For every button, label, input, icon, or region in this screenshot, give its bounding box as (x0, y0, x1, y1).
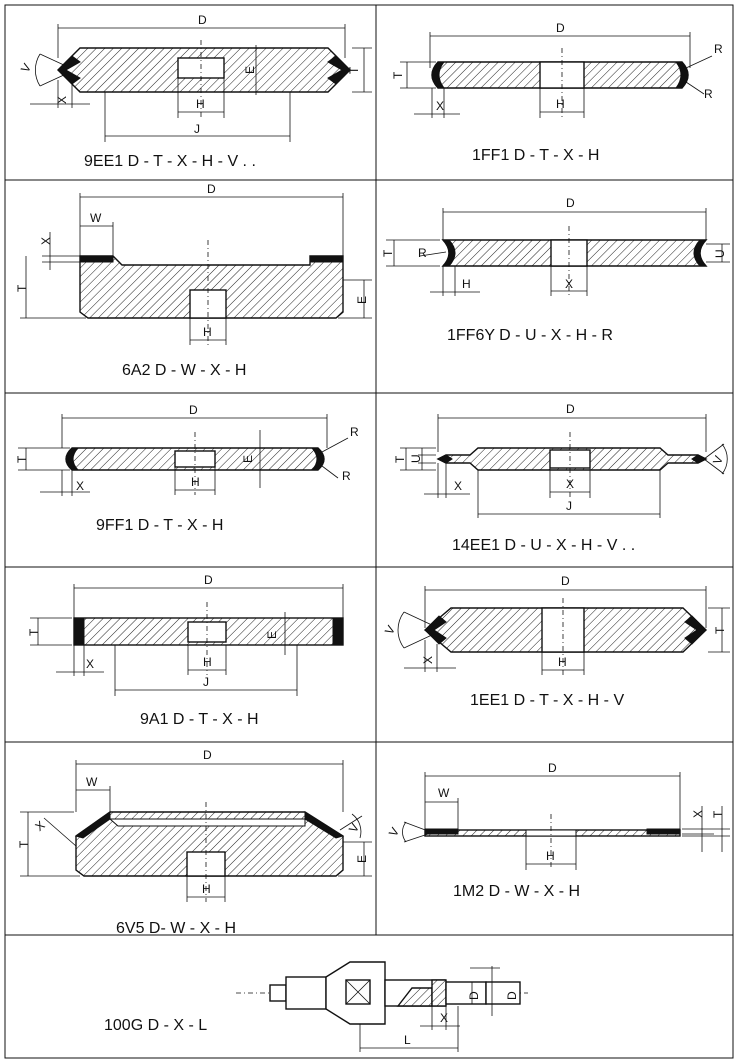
dim-H: H (196, 97, 205, 111)
dim-W: W (438, 786, 450, 800)
dim-D: D (203, 748, 212, 762)
diagram-1FF6Y: D X T R H U 1FF6Y D - U - X - H - R (381, 196, 730, 344)
dim-J: J (203, 675, 209, 689)
dim-T: T (15, 455, 29, 463)
diagram-6A2: D W H X T E 6A2 D - W - X - H (15, 182, 372, 379)
dim-X: X (86, 657, 94, 671)
dim-H: H (203, 655, 212, 669)
dim-H: H (546, 849, 555, 863)
dim-X: X (436, 99, 444, 113)
label-9FF1: 9FF1 D - T - X - H (96, 517, 223, 534)
dim-R-bottom: R (342, 469, 351, 483)
dim-H: H (203, 325, 212, 339)
dim-X: X (440, 1011, 448, 1025)
dim-V: V (346, 821, 362, 835)
diagram-9A1: D H E T X J 9A1 D - T - X - H (27, 573, 344, 728)
dim-E: E (265, 631, 279, 639)
diagram-1M2: D W H X T V 1M2 D - W - X - H (386, 761, 730, 900)
grid-frame (4, 4, 734, 1059)
dim-X: X (32, 818, 47, 834)
dim-D: D (566, 196, 575, 210)
dim-V: V (386, 825, 402, 839)
diagram-100G: D D X L 100G D - X - L (104, 961, 528, 1052)
dim-D-inner: D (467, 991, 481, 1000)
dim-X: X (55, 96, 69, 104)
dim-D: D (198, 13, 207, 27)
dim-T: T (17, 840, 31, 848)
dim-H: H (558, 655, 567, 669)
label-9EE1: 9EE1 D - T - X - H - V . . (84, 153, 256, 170)
dim-H: X (566, 477, 574, 491)
label-14EE1: 14EE1 D - U - X - H - V . . (452, 537, 635, 554)
dim-H: H (556, 97, 565, 111)
dim-X: X (454, 479, 462, 493)
diagram-14EE1: D X T U X J V 14EE1 D - U - X - H - V . … (393, 402, 728, 554)
dim-R-bottom: R (704, 87, 713, 101)
label-1M2: 1M2 D - W - X - H (453, 883, 580, 900)
dim-R-top: R (714, 42, 723, 56)
dim-X: X (39, 237, 53, 245)
dim-U: U (409, 454, 423, 463)
dim-H: H (202, 882, 211, 896)
dim-T: T (711, 810, 725, 818)
dim-T: T (15, 284, 29, 292)
dim-V: V (710, 454, 726, 466)
diagram-6V5: D W H T X E V 6V5 D- W - X - H (17, 748, 372, 937)
label-6V5: 6V5 D- W - X - H (116, 920, 236, 937)
dim-T: T (27, 628, 41, 636)
dim-E: E (355, 855, 369, 863)
label-6A2: 6A2 D - W - X - H (122, 362, 246, 379)
label-9A1: 9A1 D - T - X - H (140, 711, 259, 728)
dim-D-outer: D (505, 991, 519, 1000)
label-1FF6Y: 1FF6Y D - U - X - H - R (447, 327, 613, 344)
dim-X: X (691, 810, 705, 818)
label-1EE1: 1EE1 D - T - X - H - V (470, 692, 624, 709)
dim-H: X (565, 277, 573, 291)
dim-T: T (713, 626, 727, 634)
dim-E: E (355, 296, 369, 304)
diagram-9EE1: D H E T J X V 9EE1 D - T - X - H - V . . (18, 13, 372, 170)
dim-R-top: R (350, 425, 359, 439)
dim-R: R (418, 246, 427, 260)
dim-W: W (90, 211, 102, 225)
dim-D: D (189, 403, 198, 417)
dim-T: T (347, 66, 361, 74)
dim-T: T (393, 455, 407, 463)
dim-D: D (566, 402, 575, 416)
diagram-1EE1: D H T X V 1EE1 D - T - X - H - V (382, 574, 730, 709)
dim-X: X (421, 656, 435, 664)
dim-V: V (382, 623, 398, 637)
dim-D: D (207, 182, 216, 196)
dim-U: U (713, 249, 727, 258)
dim-E: E (243, 66, 257, 74)
dim-T: T (391, 71, 405, 79)
dim-D: D (556, 21, 565, 35)
dim-J: J (566, 499, 572, 513)
dim-D: D (561, 574, 570, 588)
dim-H: H (191, 475, 200, 489)
label-100G: 100G D - X - L (104, 1017, 207, 1034)
diagram-1FF1: D H T X R R 1FF1 D - T - X - H (391, 21, 723, 164)
dim-W: W (86, 775, 98, 789)
dim-V: V (18, 61, 34, 75)
dim-X: X (76, 479, 84, 493)
dim-E: E (241, 455, 255, 463)
label-1FF1: 1FF1 D - T - X - H (472, 147, 599, 164)
diagram-9FF1: D H E T X R R 9FF1 D - T - X - H (15, 403, 359, 534)
dim-T: T (381, 249, 395, 257)
dim-L: L (404, 1033, 411, 1047)
dim-J: J (194, 122, 200, 136)
dim-D: D (204, 573, 213, 587)
dim-D: D (548, 761, 557, 775)
dim-X: H (462, 277, 471, 291)
